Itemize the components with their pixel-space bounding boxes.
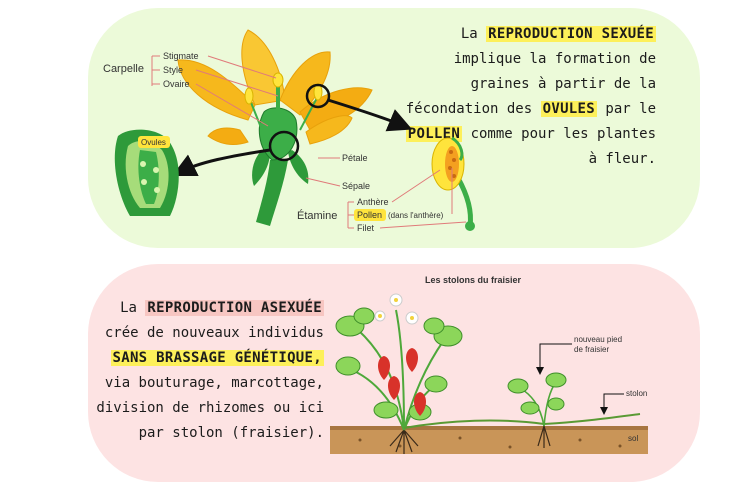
arrow-to-ovary-detail [171, 148, 271, 177]
text-par: par le [605, 101, 656, 117]
stigma [272, 72, 284, 88]
zoom-circle-anther [305, 83, 331, 109]
text-middle: implique la formation de graines à parti… [405, 51, 656, 117]
stamen-detail [431, 136, 475, 231]
arrow-to-stamen-detail [327, 98, 413, 132]
ovules-label-bg [138, 136, 170, 148]
ovaire-label: Ovaire [163, 79, 190, 89]
petale-label: Pétale [342, 153, 368, 163]
sepal [288, 150, 309, 184]
text-middle: crée de nouveaux individus [104, 325, 324, 341]
strawberry-diagram: Les stolons du fraisier sol [330, 275, 648, 454]
sepale-label: Sépale [342, 181, 370, 191]
ovary-detail: Ovules [114, 129, 179, 216]
etamine-label: Étamine [297, 209, 337, 222]
sol-label: sol [628, 434, 638, 443]
highlight-ovules: OVULES [540, 101, 597, 117]
stigmate-label: Stigmate [163, 51, 199, 61]
filet-label: Filet [357, 223, 375, 233]
asexual-reproduction-text: La REPRODUCTION ASEXUÉE crée de nouveaux… [96, 296, 324, 446]
ovules-label: Ovules [141, 138, 166, 147]
nouveau-pied-label: nouveau pied de fraisier [574, 335, 624, 354]
highlight-reproduction-sexuee: REPRODUCTION SEXUÉE [486, 26, 656, 42]
text-end: comme pour les plantes à fleur. [470, 126, 656, 167]
flower-stem [256, 160, 288, 226]
sexual-reproduction-text: La REPRODUCTION SEXUÉE implique la forma… [404, 22, 656, 172]
style-label: Style [163, 65, 183, 75]
petal [177, 59, 256, 121]
stolon-label: stolon [626, 389, 647, 398]
nouveau-pied-line2: de fraisier [574, 345, 609, 354]
highlight-reproduction-asexuee: REPRODUCTION ASEXUÉE [145, 300, 324, 316]
text-la: La [120, 300, 137, 316]
pollen-label: Pollen [357, 210, 382, 220]
nouveau-pied-line1: nouveau pied [574, 335, 622, 344]
style [276, 80, 280, 114]
anthere-label: Anthère [357, 197, 389, 207]
stolon [403, 413, 641, 429]
highlight-sans-brassage: SANS BRASSAGE GÉNÉTIQUE, [110, 350, 324, 366]
text-end: via bouturage, marcottage, division de r… [96, 375, 324, 441]
pollen-note-label: (dans l'anthère) [388, 211, 444, 220]
text-la: La [460, 26, 478, 42]
flower-labels: Carpelle Stigmate Style Ovaire Pétale Sé… [103, 51, 467, 233]
petal [305, 115, 353, 145]
pollen-label-bg [354, 209, 386, 221]
strawberry-title: Les stolons du fraisier [425, 275, 522, 285]
soil [330, 428, 648, 454]
flower-diagram [171, 29, 413, 226]
filament [249, 99, 263, 131]
anther [244, 87, 254, 105]
sepal [252, 150, 270, 186]
petal [207, 127, 249, 145]
carpelle-label: Carpelle [103, 63, 144, 75]
zoom-circle-ovary [268, 130, 300, 162]
filament [299, 95, 319, 131]
